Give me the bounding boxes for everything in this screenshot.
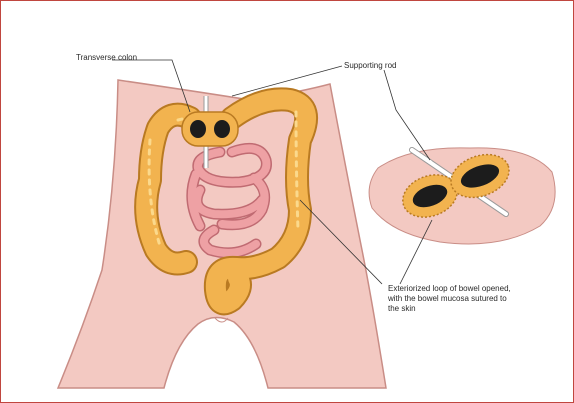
label-supporting-rod: Supporting rod [344,61,396,71]
label-exteriorized-loop: Exteriorized loop of bowel opened, with … [388,284,513,314]
inset-stoma [369,147,555,244]
label-transverse-colon: Transverse colon [76,53,137,63]
